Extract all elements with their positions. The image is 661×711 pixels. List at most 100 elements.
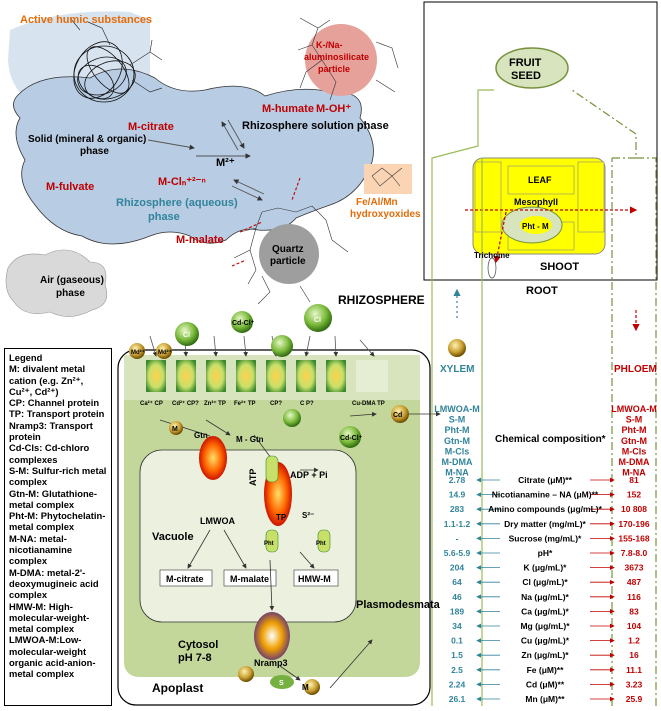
phloem-complex: M-Cls <box>622 446 647 456</box>
xylem-complex: M-DMA <box>442 457 473 467</box>
composition-row-name: K (μg/mL)* <box>524 563 568 573</box>
m-s-label: M <box>302 683 309 692</box>
composition-row-name: Nicotianamine – NA (μM)** <box>492 490 599 500</box>
root-cell-section <box>117 304 466 706</box>
xylem-value: 1.5 <box>451 650 463 660</box>
fe-oxides-label-1: Fe/Al/Mn <box>356 197 398 208</box>
legend-box: Legend M: divalent metal cation (e.g. Zn… <box>4 348 112 706</box>
aluminosilicate-particle <box>305 24 377 96</box>
tp-fe-label: Fe²⁺ TP <box>234 400 256 407</box>
cp-ca-label: Ca²⁺ CP <box>140 400 163 407</box>
legend-line: M-NA: metal-nicotianamine complex <box>9 532 73 567</box>
solid-phase-label-1: Solid (mineral & organic) <box>28 134 146 145</box>
composition-row-name: Na (μg/mL)* <box>521 592 569 602</box>
xylem-complex: S-M <box>449 415 466 425</box>
composition-row-name: Cu (μg/mL)* <box>521 636 570 646</box>
trichome <box>487 257 497 279</box>
humic-tangle <box>73 41 136 103</box>
rhizosphere-label: RHIZOSPHERE <box>338 293 425 307</box>
phloem-value: 116 <box>627 592 641 602</box>
adp-label: ADP + Pi <box>290 470 328 480</box>
aluminosilicate-label-2: aluminosilicate <box>304 52 369 62</box>
mesophyll-label: Mesophyll <box>514 197 558 207</box>
xylem-value: 189 <box>450 606 464 616</box>
quartz-label-2: particle <box>270 256 306 267</box>
gtn-label: Gtn <box>194 431 208 440</box>
aluminosilicate-label-3: particle <box>318 64 350 74</box>
fe-oxides-label-2: hydroxyoxides <box>350 209 421 220</box>
xylem-value: 64 <box>452 577 462 587</box>
legend-line: S-M: Sulfur-rich metal complex <box>9 464 107 488</box>
legend-line: Cd-Cls: Cd-chloro complexes <box>9 442 90 465</box>
humic-title: Active humic substances <box>20 14 152 26</box>
legend-line: Pht-M: Phytochelatin-metal complex <box>9 510 106 533</box>
phytochelatin-molecules <box>265 455 331 553</box>
vascular-columns <box>431 89 657 706</box>
metal-ions <box>129 339 466 695</box>
tp-zn-label: Zn²⁺ TP <box>204 400 226 407</box>
composition-row-name: Cl (μg/mL)* <box>522 577 568 587</box>
membrane-channels <box>146 360 388 392</box>
m-citrate-label: M-citrate <box>128 121 174 133</box>
s-label: S <box>279 680 284 687</box>
xylem-upper <box>477 89 494 134</box>
atp-label: ATP <box>248 469 258 486</box>
apoplast-label: Apoplast <box>152 681 203 695</box>
composition-row-name: Dry matter (mg/mL)* <box>504 519 586 529</box>
air-phase-label-1: Air (gaseous) <box>40 275 104 286</box>
air-phase-shape <box>5 249 108 317</box>
md-label-2: Md²⁺ <box>158 349 172 356</box>
composition-row-name: Sucrose (mg/mL)* <box>509 533 582 543</box>
xylem-value: 34 <box>452 621 462 631</box>
m-gtn-label: M - Gtn <box>236 435 264 444</box>
xylem-value: 0.1 <box>451 636 463 646</box>
vac-hmw-label: HMW-M <box>298 574 331 584</box>
xylem-title: XYLEM <box>440 364 474 375</box>
xylem-value: 26.1 <box>449 694 466 704</box>
phloem-complex: Pht-M <box>622 425 647 435</box>
composition-row-name: Zn (μg/mL)* <box>521 650 569 660</box>
vacuole-transporter <box>199 436 227 480</box>
legend-line: Nramp3: Transport protein <box>9 419 93 443</box>
vacuole-hmw-box <box>293 569 339 587</box>
xylem-value: 204 <box>450 563 464 573</box>
vac-m-citrate-label: M-citrate <box>166 574 204 584</box>
leaf-label: LEAF <box>528 175 552 185</box>
phloem-value: 3673 <box>625 563 644 573</box>
m-oh-label: M-OH⁺ <box>316 103 351 115</box>
legend-line: M: divalent metal cation (e.g. Zn²⁺, Cu²… <box>9 363 86 397</box>
vacuole-label: Vacuole <box>152 531 194 543</box>
composition-row-name: Ca (μg/mL)* <box>521 606 569 616</box>
composition-row-name: Citrate (μM)** <box>518 475 573 485</box>
md-label-1: Md²⁺ <box>131 349 145 356</box>
cp-cd-label: Cd²⁺ CP? <box>172 400 199 407</box>
xylem-value: 2.5 <box>451 665 463 675</box>
composition-row-name: pH* <box>538 548 553 558</box>
legend-line: HMW-M: High-molecular-weight-metal compl… <box>9 600 90 635</box>
xylem-tube <box>431 134 483 706</box>
xylem-value: 2.78 <box>449 475 466 485</box>
cp-label-2: CP? <box>270 401 282 407</box>
xylem-value: - <box>456 533 459 543</box>
composition-row-name: Mg (μg/mL)* <box>520 621 570 631</box>
aqueous-phase-label-2: phase <box>148 211 180 223</box>
shoot-section <box>423 1 658 332</box>
m-fulvate-label: M-fulvate <box>46 181 94 193</box>
vacuole-m-malate-box <box>223 569 277 587</box>
phloem-value: 81 <box>629 475 639 485</box>
composition-title: Chemical composition* <box>495 434 606 445</box>
xylem-complex: LMWOA-M <box>434 404 479 414</box>
rhizosphere-section <box>5 11 412 317</box>
tp-label: TP <box>276 513 287 522</box>
solid-phase-shape <box>13 68 374 245</box>
nramp3-label: Nramp3 <box>254 658 288 668</box>
vacuole-m-citrate-box <box>159 569 213 587</box>
legend-line: CP: Channel protein <box>9 397 100 409</box>
phloem-complex: M-NA <box>622 468 646 478</box>
aluminosilicate-label-1: K-/Na- <box>316 40 343 50</box>
phloem-value: 1.2 <box>628 636 640 646</box>
phloem-value: 104 <box>627 621 641 631</box>
legend-line: LMWOA-M:Low-molecular-weight organic aci… <box>9 634 96 680</box>
